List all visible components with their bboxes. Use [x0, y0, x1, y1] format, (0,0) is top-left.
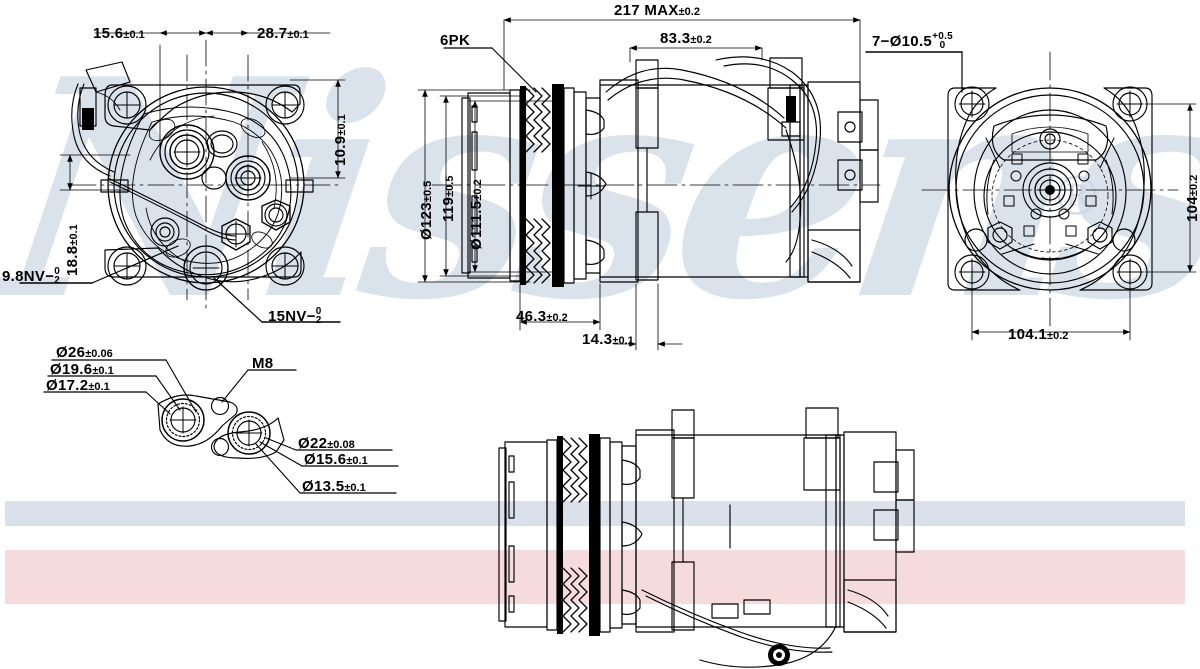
dim-side-14.3: 14.3±0.1: [582, 331, 634, 348]
callout-belt-6pk: 6PK: [440, 32, 471, 49]
dim-detail-d17.2: Ø17.2±0.1: [46, 377, 110, 394]
rear-view: [865, 51, 1197, 341]
dim-detail-d15.6: Ø15.6±0.1: [304, 451, 368, 468]
dim-rear-104.1: 104.1±0.2: [1008, 326, 1069, 343]
dim-detail-d19.6: Ø19.6±0.1: [50, 361, 114, 378]
dim-front-15.6: 15.6±0.1: [93, 25, 145, 42]
dim-side-119: 119±0.5: [440, 175, 457, 222]
dim-front-28.7: 28.7±0.1: [257, 25, 309, 42]
dim-side-83.3: 83.3±0.2: [660, 30, 712, 47]
front-view: [19, 30, 346, 323]
dim-detail-d26: Ø26±0.06: [56, 344, 113, 361]
dim-detail-d22: Ø22±0.08: [298, 435, 355, 452]
dim-front-18.8: 18.8±0.1: [64, 224, 81, 276]
dim-front-10.9: 10.9±0.1: [332, 114, 349, 166]
dim-side-d123: Ø123±0.5: [418, 180, 435, 240]
dim-side-46.3: 46.3±0.2: [516, 308, 568, 325]
side-elevation-view: [417, 17, 881, 351]
dim-side-d111.5: Ø111.5±0.2: [468, 179, 485, 250]
dim-rear-104: 104±0.2: [1184, 174, 1200, 222]
dim-detail-d13.5: Ø13.5±0.1: [302, 478, 366, 495]
port-detail-view: [43, 359, 399, 494]
dim-side-overall-217: 217 MAX±0.2: [614, 2, 700, 19]
bottom-elevation-view: [498, 407, 915, 668]
callout-thread-m8: M8: [252, 355, 274, 372]
